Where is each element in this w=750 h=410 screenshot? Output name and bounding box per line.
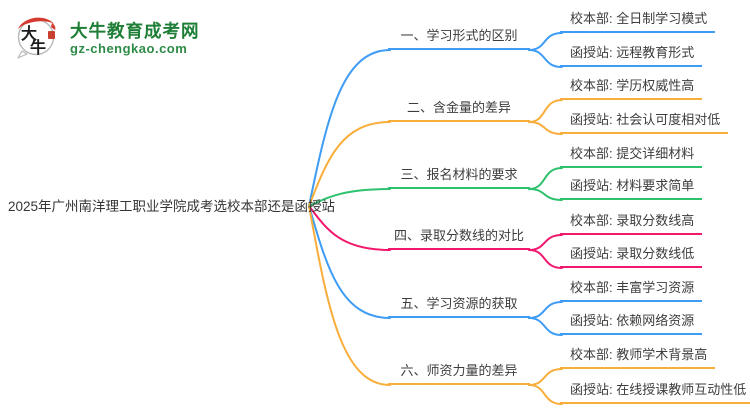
branch-curve bbox=[308, 205, 391, 386]
site-logo[interactable]: 大 牛 大牛教育成考网 gz-chengkao.com bbox=[12, 10, 242, 66]
branch-curve bbox=[308, 49, 391, 207]
fork-curve bbox=[528, 249, 563, 269]
fork-curve bbox=[528, 188, 563, 201]
fork-curve bbox=[528, 301, 563, 319]
leaf-node[interactable]: 校本部: 教师学术背景高 bbox=[560, 345, 716, 369]
leaf-node[interactable]: 函授站: 材料要求简单 bbox=[560, 176, 703, 200]
fork-curve bbox=[528, 234, 563, 251]
branch-curve bbox=[308, 188, 391, 207]
svg-text:牛: 牛 bbox=[30, 38, 46, 57]
leaf-node[interactable]: 校本部: 学历权威性高 bbox=[560, 76, 703, 100]
leaf-node[interactable]: 校本部: 提交详细材料 bbox=[560, 144, 703, 168]
branch-node-6[interactable]: 六、师资力量的差异 bbox=[388, 361, 530, 385]
branch-curve bbox=[308, 121, 391, 207]
fork-curve bbox=[528, 121, 563, 135]
branch-curve bbox=[308, 205, 391, 251]
fork-curve bbox=[528, 317, 563, 336]
branch-node-3[interactable]: 三、报名材料的要求 bbox=[388, 165, 530, 189]
branch-node-1[interactable]: 一、学习形式的区别 bbox=[388, 26, 530, 50]
mindmap-root-node[interactable]: 2025年广州南洋理工职业学院成考选校本部还是函授站 bbox=[8, 199, 336, 214]
site-domain: gz-chengkao.com bbox=[70, 41, 188, 56]
fork-curve bbox=[528, 368, 563, 386]
leaf-node[interactable]: 函授站: 录取分数线低 bbox=[560, 244, 703, 268]
leaf-node[interactable]: 校本部: 录取分数线高 bbox=[560, 211, 703, 235]
leaf-node[interactable]: 函授站: 远程教育形式 bbox=[560, 43, 703, 67]
branch-node-5[interactable]: 五、学习资源的获取 bbox=[388, 294, 530, 318]
site-name: 大牛教育成考网 bbox=[70, 21, 200, 41]
leaf-node[interactable]: 校本部: 全日制学习模式 bbox=[560, 9, 716, 33]
fork-curve bbox=[528, 384, 563, 405]
fork-curve bbox=[528, 32, 563, 51]
leaf-node[interactable]: 校本部: 丰富学习资源 bbox=[560, 278, 703, 302]
daniu-bull-logo-icon: 大 牛 bbox=[17, 17, 56, 59]
leaf-node[interactable]: 函授站: 社会认可度相对低 bbox=[560, 110, 729, 134]
branch-node-2[interactable]: 二、含金量的差异 bbox=[388, 98, 530, 122]
leaf-node[interactable]: 函授站: 依赖网络资源 bbox=[560, 311, 703, 335]
leaf-node[interactable]: 函授站: 在线授课教师互动性低 bbox=[560, 380, 750, 404]
branch-curve bbox=[308, 205, 391, 319]
fork-curve bbox=[528, 49, 563, 68]
branch-node-4[interactable]: 四、录取分数线的对比 bbox=[388, 226, 530, 250]
svg-text:大: 大 bbox=[21, 24, 37, 43]
fork-curve bbox=[528, 167, 563, 190]
fork-curve bbox=[528, 99, 563, 123]
